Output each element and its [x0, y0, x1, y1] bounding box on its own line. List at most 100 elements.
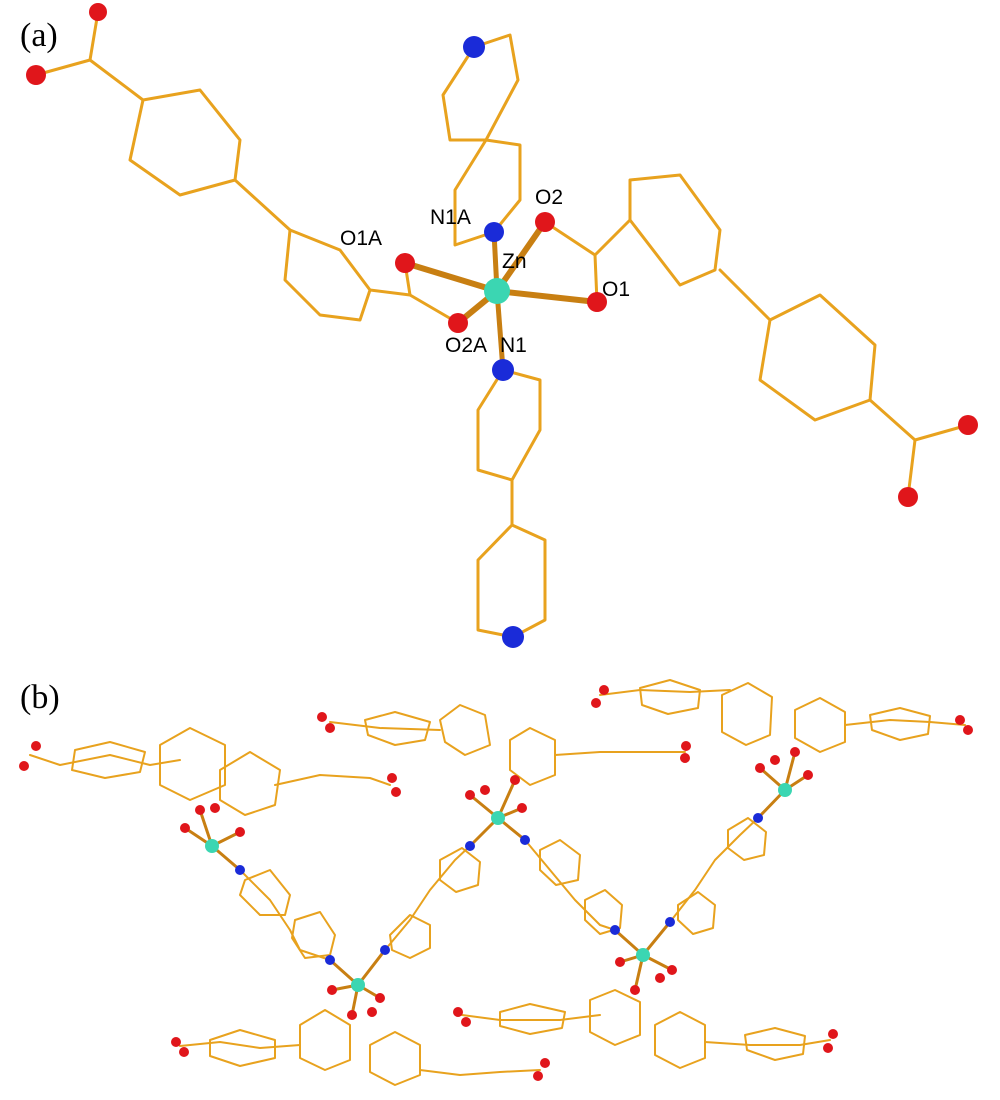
panel-a-label: (a)	[20, 17, 58, 54]
nitrogen-atom	[502, 626, 524, 648]
oxygen-atom-o1a	[395, 253, 415, 273]
oxygen-atom	[179, 1047, 189, 1057]
linker	[524, 839, 616, 931]
nitrogen-atom	[753, 813, 763, 823]
ring	[209, 1029, 276, 1067]
bond-zn-o1	[494, 288, 600, 305]
zinc-atom	[351, 978, 365, 992]
ring	[499, 1003, 566, 1035]
oxygen-atom	[681, 741, 691, 751]
nitrogen-atom	[665, 917, 675, 927]
ring	[239, 869, 291, 916]
ring	[869, 707, 931, 741]
oxygen-atom	[89, 3, 107, 21]
nitrogen-atom-n1	[492, 359, 514, 381]
oxygen-atom	[755, 763, 765, 773]
oxygen-atom-o2	[535, 212, 555, 232]
oxygen-atom	[955, 715, 965, 725]
oxygen-atom	[828, 1029, 838, 1039]
ring	[389, 914, 431, 959]
oxygen-atom	[325, 723, 335, 733]
bond-c-ring-b1	[593, 218, 632, 257]
oxygen-atom	[790, 747, 800, 757]
oxygen-atom-o1	[587, 292, 607, 312]
ring-py-bot1	[476, 368, 542, 482]
panel-b-label: (b)	[20, 679, 60, 716]
ring	[744, 1027, 806, 1061]
oxygen-atom	[898, 487, 918, 507]
ring	[654, 1011, 706, 1069]
ring-b1	[628, 173, 722, 287]
ligand	[274, 774, 391, 786]
oxygen-atom	[958, 415, 978, 435]
oxygen-atom	[680, 753, 690, 763]
nitrogen-atom	[380, 945, 390, 955]
ring	[291, 911, 336, 959]
oxygen-atom	[599, 685, 609, 695]
bond	[356, 948, 387, 987]
linker	[669, 817, 759, 923]
nitrogen-atom	[520, 835, 530, 845]
zinc-atom	[636, 948, 650, 962]
ring	[677, 891, 716, 935]
ring	[727, 817, 767, 861]
ring	[71, 741, 146, 779]
label-n1: N1	[500, 334, 527, 357]
oxygen-atom	[453, 1007, 463, 1017]
oxygen-atom	[31, 741, 41, 751]
ligand	[554, 751, 686, 756]
ring	[299, 1009, 351, 1071]
oxygen-atom-o2a	[448, 313, 468, 333]
bond-zn-o1a	[402, 260, 500, 294]
oxygen-atom	[461, 1017, 471, 1027]
oxygen-atom	[823, 1043, 833, 1053]
ligand	[704, 1039, 831, 1046]
oxygen-atom	[26, 65, 46, 85]
oxygen-atom	[327, 985, 337, 995]
oxygen-atom	[533, 1071, 543, 1081]
ligand	[419, 1069, 541, 1076]
ligand	[599, 689, 731, 696]
oxygen-atom	[180, 823, 190, 833]
ring	[159, 727, 226, 801]
oxygen-atom	[235, 827, 245, 837]
ring-py-bot2	[476, 523, 547, 639]
oxygen-atom	[171, 1037, 181, 1047]
ring	[639, 679, 701, 715]
ring-b2	[758, 293, 877, 422]
oxygen-atom	[317, 712, 327, 722]
oxygen-atom	[770, 755, 780, 765]
nitrogen-atom	[325, 955, 335, 965]
oxygen-atom	[591, 698, 601, 708]
oxygen-atom	[803, 770, 813, 780]
label-o1: O1	[602, 278, 630, 301]
oxygen-atom	[480, 785, 490, 795]
zinc-atom	[205, 839, 219, 853]
panel-b-atoms	[19, 685, 973, 1081]
zinc-atom	[778, 783, 792, 797]
nitrogen-atom	[465, 841, 475, 851]
panel-b-network	[29, 679, 966, 1086]
oxygen-atom	[347, 1010, 357, 1020]
panel-a-atom-labels: Zn O2 O1 O1A O2A N1 N1A	[340, 186, 630, 357]
oxygen-atom	[367, 1007, 377, 1017]
label-o2a: O2A	[445, 334, 487, 357]
bond-zn-o2	[494, 219, 548, 294]
oxygen-atom	[963, 725, 973, 735]
oxygen-atom	[655, 973, 665, 983]
ligand	[179, 1041, 301, 1049]
ring-a2	[283, 228, 372, 322]
ring	[589, 989, 641, 1046]
panel-b: (b)	[19, 679, 973, 1086]
oxygen-atom	[195, 805, 205, 815]
ring	[439, 847, 481, 893]
oxygen-atom	[517, 803, 527, 813]
oxygen-atom	[465, 790, 475, 800]
ring	[219, 751, 281, 816]
linker	[239, 869, 331, 961]
label-zn: Zn	[502, 250, 527, 273]
bond-zn-n1	[494, 288, 506, 373]
oxygen-atom	[615, 957, 625, 967]
oxygen-atom	[510, 775, 520, 785]
